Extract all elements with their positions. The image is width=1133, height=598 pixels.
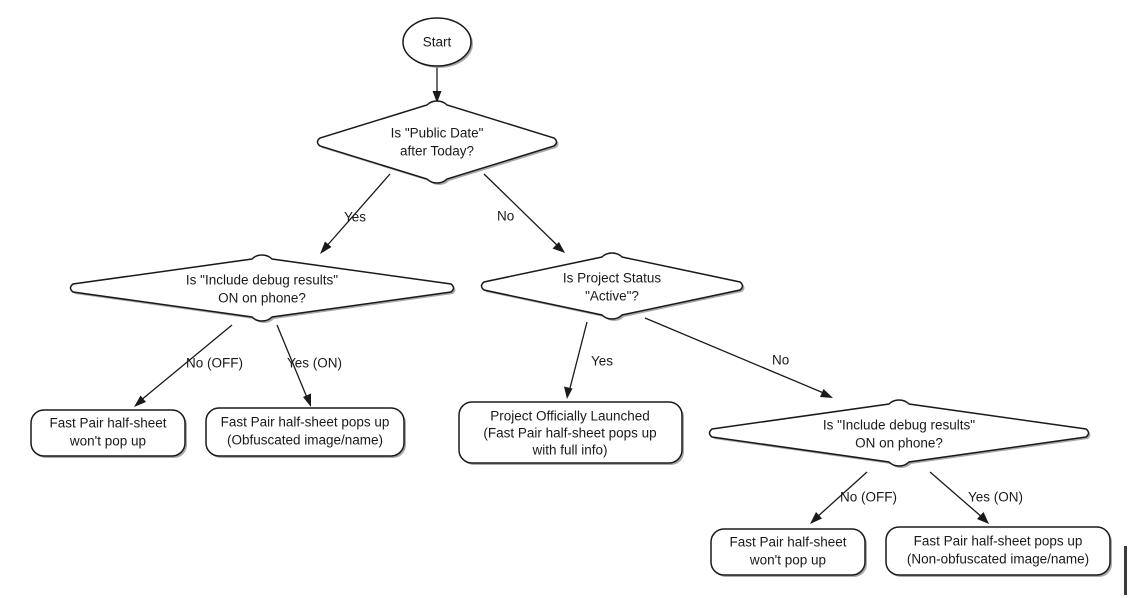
edge-debug-right-yes: Yes (ON) <box>929 471 1023 524</box>
edge-public-date-yes: Yes <box>320 173 391 254</box>
node-terminal-launched-line2: (Fast Pair half-sheet pops up <box>483 426 656 441</box>
edge-start-to-public-date <box>432 67 442 103</box>
node-terminal-no-popup-left-line1: Fast Pair half-sheet <box>49 416 166 431</box>
node-terminal-obfuscated-line2: (Obfuscated image/name) <box>227 433 383 448</box>
edge-label-debug-left-yes: Yes (ON) <box>287 356 342 371</box>
node-terminal-non-obfuscated-line1: Fast Pair half-sheet pops up <box>914 534 1083 549</box>
node-terminal-no-popup-right-line1: Fast Pair half-sheet <box>729 535 846 550</box>
edge-project-status-no: No <box>644 317 833 398</box>
node-decision-debug-right[interactable]: Is "Include debug results" ON on phone? <box>708 399 1091 468</box>
node-terminal-non-obfuscated[interactable]: Fast Pair half-sheet pops up (Non-obfusc… <box>885 526 1112 577</box>
node-start[interactable]: Start <box>402 17 473 68</box>
node-decision-debug-left-line2: ON on phone? <box>218 291 306 306</box>
node-decision-debug-left-line1: Is "Include debug results" <box>186 273 338 288</box>
node-decision-project-status-line1: Is Project Status <box>563 271 662 286</box>
node-terminal-launched[interactable]: Project Officially Launched (Fast Pair h… <box>458 401 684 465</box>
node-decision-project-status-line2: "Active"? <box>585 289 639 304</box>
edge-debug-right-no: No (OFF) <box>810 471 897 524</box>
node-decision-public-date-line1: Is "Public Date" <box>391 126 484 141</box>
edge-debug-left-no: No (OFF) <box>134 324 243 407</box>
node-decision-debug-left[interactable]: Is "Include debug results" ON on phone? <box>69 254 456 323</box>
node-terminal-no-popup-left[interactable]: Fast Pair half-sheet won't pop up <box>30 409 187 458</box>
node-terminal-launched-line3: with full info) <box>531 443 607 458</box>
node-terminal-no-popup-right[interactable]: Fast Pair half-sheet won't pop up <box>710 528 867 577</box>
node-start-label: Start <box>423 35 452 50</box>
node-terminal-non-obfuscated-line2: (Non-obfuscated image/name) <box>907 552 1089 567</box>
node-decision-public-date-line2: after Today? <box>400 144 474 159</box>
node-decision-debug-right-line2: ON on phone? <box>855 436 943 451</box>
node-terminal-no-popup-left-line2: won't pop up <box>69 434 146 449</box>
node-terminal-obfuscated-line1: Fast Pair half-sheet pops up <box>221 415 390 430</box>
node-decision-debug-right-line1: Is "Include debug results" <box>823 418 975 433</box>
edge-project-status-yes: Yes <box>564 321 613 399</box>
node-terminal-launched-line1: Project Officially Launched <box>490 409 650 424</box>
edge-label-project-status-no: No <box>772 353 789 368</box>
node-terminal-obfuscated[interactable]: Fast Pair half-sheet pops up (Obfuscated… <box>205 407 406 458</box>
edge-label-project-status-yes: Yes <box>591 354 613 369</box>
page-edge-artifact <box>1124 546 1127 595</box>
edge-label-debug-right-no: No (OFF) <box>840 490 897 505</box>
edge-debug-left-yes: Yes (ON) <box>276 324 342 407</box>
node-decision-public-date[interactable]: Is "Public Date" after Today? <box>316 100 559 185</box>
edge-label-debug-right-yes: Yes (ON) <box>968 490 1023 505</box>
edge-public-date-no: No <box>483 173 565 253</box>
edge-label-public-date-no: No <box>497 209 514 224</box>
node-decision-project-status[interactable]: Is Project Status "Active"? <box>480 252 745 321</box>
node-terminal-no-popup-right-line2: won't pop up <box>749 553 826 568</box>
edge-label-debug-left-no: No (OFF) <box>186 356 243 371</box>
edge-label-public-date-yes: Yes <box>344 210 366 225</box>
